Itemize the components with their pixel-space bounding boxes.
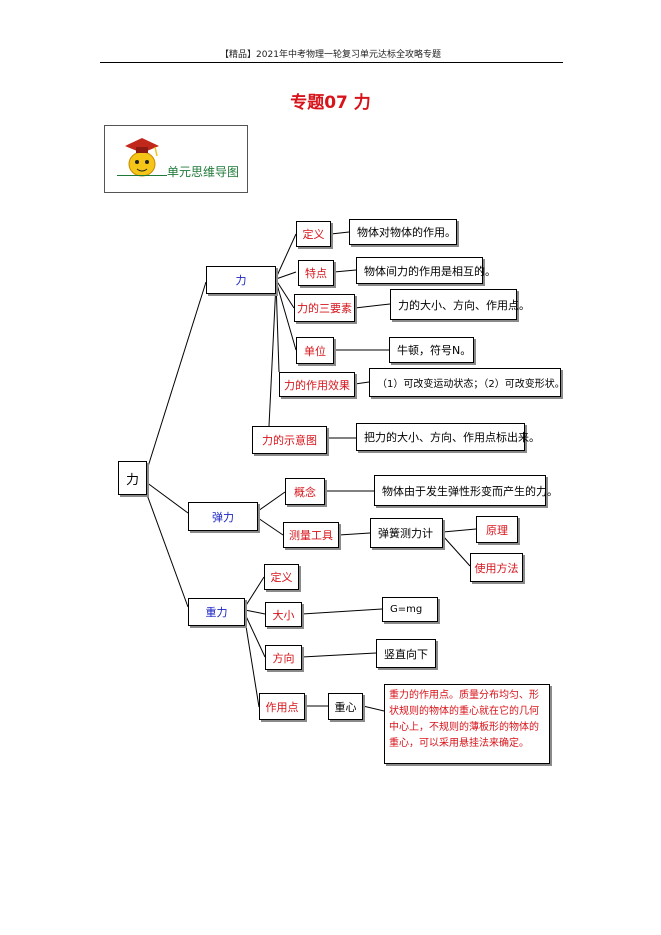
force-effect-content: （1）可改变运动状态；（2）可改变形状。: [369, 368, 565, 397]
branch-node-gravity: 重力: [188, 598, 245, 626]
force-feature-node: 特点: [298, 260, 334, 286]
header-rule: [100, 62, 563, 63]
force-definition-content: 物体对物体的作用。: [349, 219, 457, 245]
mindmap-badge: 单元思维导图: [104, 125, 248, 193]
elastic-concept-content: 物体由于发生弹性形变而产生的力。: [374, 475, 558, 506]
gravity-magnitude-content: G=mg: [382, 597, 438, 622]
force-unit-content: 牛顿，符号N。: [389, 337, 474, 363]
gravity-center-note: 重力的作用点。质量分布均匀、形状规则的物体的重心就在它的几何中心上，不规则的薄板…: [384, 684, 550, 764]
force-three-elements-content: 力的大小、方向、作用点。: [390, 289, 530, 320]
root-node-force: 力: [118, 461, 147, 495]
gravity-center-node: 重心: [328, 693, 363, 720]
page-header: 【精品】2021年中考物理一轮复习单元达标全攻略专题: [220, 50, 441, 60]
badge-label: 单元思维导图: [167, 165, 240, 179]
force-feature-content: 物体间力的作用是相互的。: [356, 257, 496, 284]
elastic-measure-node: 测量工具: [283, 522, 339, 548]
force-diagram-node: 力的示意图: [252, 426, 327, 454]
gravity-direction-content: 竖直向下: [376, 639, 436, 668]
branch-node-elastic: 弹力: [188, 502, 258, 531]
graduate-mascot-icon: [125, 138, 159, 177]
gravity-point-node: 作用点: [259, 693, 305, 720]
force-diagram-content: 把力的大小、方向、作用点标出来。: [356, 423, 540, 451]
branch-node-force: 力: [206, 266, 276, 294]
elastic-measure-principle: 原理: [476, 516, 518, 543]
force-definition-node: 定义: [296, 221, 331, 247]
gravity-definition-node: 定义: [264, 564, 299, 590]
gravity-magnitude-node: 大小: [265, 602, 302, 627]
force-unit-node: 单位: [296, 337, 334, 364]
page-title: 专题07 力: [290, 93, 371, 113]
gravity-direction-node: 方向: [265, 645, 302, 670]
badge-underline: [117, 175, 167, 176]
elastic-concept-node: 概念: [285, 478, 325, 505]
force-three-elements-node: 力的三要素: [294, 294, 355, 322]
elastic-measure-tool: 弹簧测力计: [370, 518, 443, 548]
elastic-measure-usage: 使用方法: [470, 553, 523, 582]
force-effect-node: 力的作用效果: [279, 372, 355, 397]
